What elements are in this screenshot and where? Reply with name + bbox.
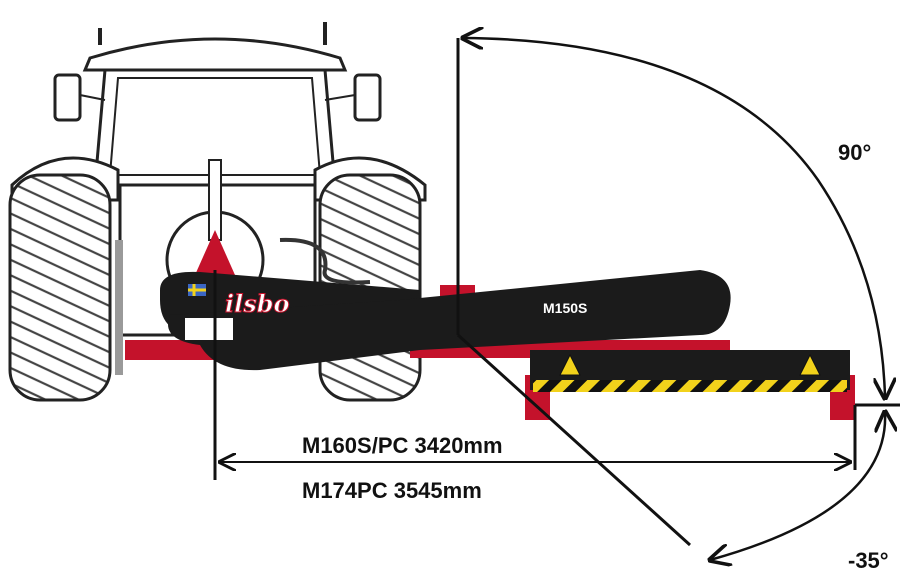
decal-plate	[185, 318, 233, 340]
cutter-deck	[525, 350, 855, 420]
top-link	[208, 159, 222, 241]
mirror-right	[353, 73, 382, 122]
angle-arc-up	[463, 38, 885, 398]
model-label: M150S	[543, 300, 587, 316]
dimension-label-m174pc: M174PC 3545mm	[302, 478, 482, 503]
mirror-left	[53, 73, 82, 122]
angle-up-label: 90°	[838, 140, 871, 165]
support-post	[115, 240, 123, 375]
tire-left	[8, 173, 112, 402]
brand-logo: ilsbo	[225, 289, 290, 318]
hazard-stripe	[533, 380, 847, 392]
angle-down-label: -35°	[848, 548, 889, 572]
dimension-label-m160s: M160S/PC 3420mm	[302, 433, 503, 458]
cab-roof	[82, 37, 348, 72]
annotations	[213, 38, 900, 560]
angle-arc-down	[710, 412, 885, 560]
a-frame	[195, 230, 235, 275]
hydraulic-hose	[279, 237, 371, 285]
